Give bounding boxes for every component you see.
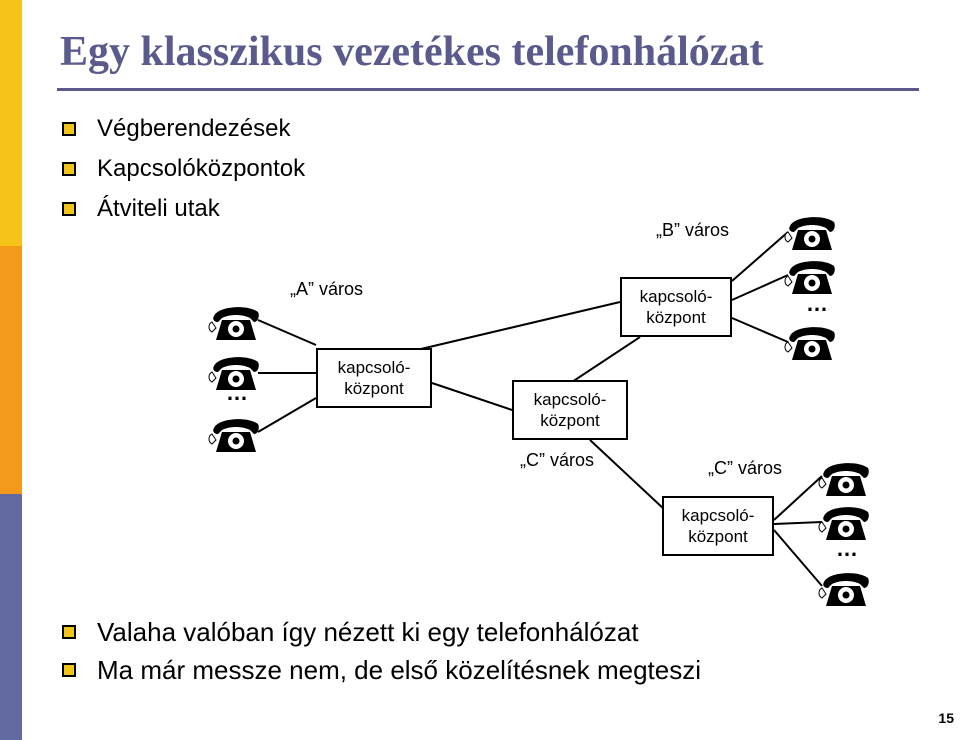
bullet-item: Átviteli utak xyxy=(62,193,220,225)
page-number: 15 xyxy=(938,710,954,726)
switch-label-line2: központ xyxy=(688,527,748,546)
switch-label-line1: kapcsoló- xyxy=(639,287,713,306)
telephone-icon xyxy=(818,500,872,544)
slide-title: Egy klasszikus vezetékes telefonhálózat xyxy=(60,29,764,75)
switch-node-a: kapcsoló- központ xyxy=(316,348,432,408)
bullet-item: Végberendezések xyxy=(62,113,290,145)
title-underline xyxy=(57,88,919,91)
switch-label-line1: kapcsoló- xyxy=(533,390,607,409)
city-label-c-left: „C” város xyxy=(520,450,595,470)
city-label-a: „A” város xyxy=(290,279,364,299)
bullet-item: Kapcsolóközpontok xyxy=(62,153,305,185)
bullet-text: Átviteli utak xyxy=(97,195,220,222)
bullet-square-icon xyxy=(62,162,76,176)
bullet-text: Kapcsolóközpontok xyxy=(97,155,306,182)
more-phones-ellipsis: … xyxy=(836,536,859,561)
bullet-text: Végberendezések xyxy=(97,115,291,142)
bullet-text: Ma már messze nem, de első közelítésnek … xyxy=(97,654,702,685)
telephone-icon xyxy=(818,566,872,610)
sidebar-orange xyxy=(0,246,22,494)
bullet-item: Valaha valóban így nézett ki egy telefon… xyxy=(62,616,639,648)
switch-label-line1: kapcsoló- xyxy=(337,358,411,377)
city-label-b: „B” város xyxy=(656,220,730,240)
bullet-square-icon xyxy=(62,663,76,677)
switch-node-b: kapcsoló- központ xyxy=(620,277,732,337)
telephone-icon xyxy=(208,350,262,394)
telephone-icon xyxy=(784,254,838,298)
bullet-text: Valaha valóban így nézett ki egy telefon… xyxy=(97,616,639,647)
telephone-icon xyxy=(818,456,872,500)
more-phones-ellipsis: … xyxy=(806,291,829,316)
telephone-icon xyxy=(784,320,838,364)
bullet-square-icon xyxy=(62,625,76,639)
telephone-icon xyxy=(208,412,262,456)
telephone-icon xyxy=(784,210,838,254)
switch-node-c-transit: kapcsoló- központ xyxy=(512,380,628,440)
bullet-square-icon xyxy=(62,122,76,136)
sidebar-blue xyxy=(0,494,22,740)
switch-label-line2: központ xyxy=(344,379,404,398)
city-label-c-right: „C” város xyxy=(708,458,783,478)
switch-label-line1: kapcsoló- xyxy=(681,506,755,525)
bullet-item: Ma már messze nem, de első közelítésnek … xyxy=(62,654,701,686)
bullet-square-icon xyxy=(62,202,76,216)
telephone-icon xyxy=(208,300,262,344)
switch-label-line2: központ xyxy=(646,308,706,327)
switch-label-line2: központ xyxy=(540,411,600,430)
sidebar-yellow xyxy=(0,0,22,246)
switch-node-c-local: kapcsoló- központ xyxy=(662,496,774,556)
